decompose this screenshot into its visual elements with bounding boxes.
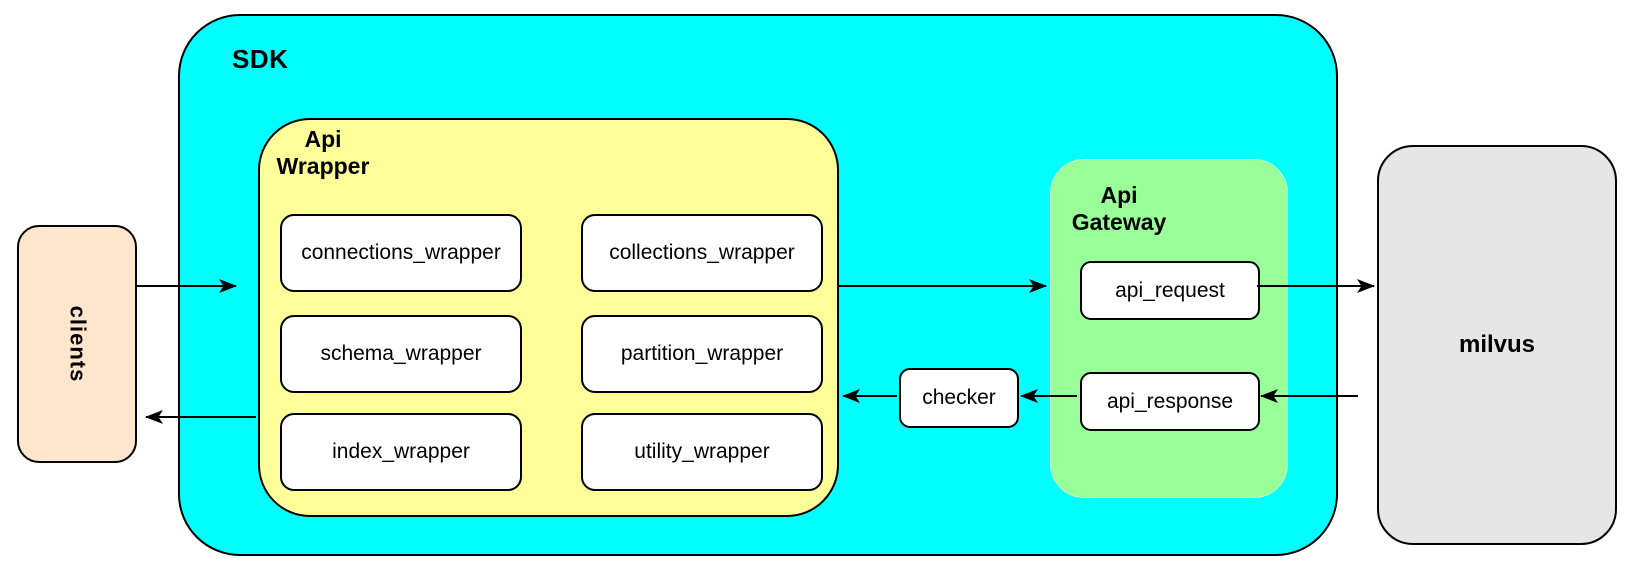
sdk-label: SDK [232, 44, 289, 74]
schema-wrapper-node: schema_wrapper [280, 315, 522, 393]
api-wrapper-container: Api Wrapper connections_wrapper collecti… [258, 118, 839, 517]
milvus-label: milvus [1458, 331, 1536, 358]
api-response-label: api_response [1106, 389, 1234, 413]
milvus-node: milvus [1377, 145, 1617, 545]
api-request-label: api_request [1115, 278, 1225, 302]
api-gateway-container: Api Gateway api_request api_response [1050, 159, 1288, 498]
api-gateway-label: Api Gateway [1071, 182, 1167, 235]
collections-wrapper-label: collections_wrapper [609, 241, 795, 264]
api-response-node: api_response [1080, 372, 1260, 431]
sdk-container: SDK Api Wrapper connections_wrapper coll… [178, 14, 1338, 556]
api-wrapper-label: Api Wrapper [276, 126, 370, 179]
schema-wrapper-label: schema_wrapper [320, 342, 482, 365]
partition-wrapper-label: partition_wrapper [620, 342, 784, 365]
clients-label: clients [64, 305, 90, 383]
clients-node: clients [17, 225, 137, 463]
connections-wrapper-label: connections_wrapper [301, 241, 501, 264]
partition-wrapper-node: partition_wrapper [581, 315, 823, 393]
index-wrapper-label: index_wrapper [332, 440, 470, 463]
utility-wrapper-label: utility_wrapper [634, 440, 770, 463]
utility-wrapper-node: utility_wrapper [581, 413, 823, 491]
connections-wrapper-node: connections_wrapper [280, 214, 522, 292]
index-wrapper-node: index_wrapper [280, 413, 522, 491]
checker-node: checker [899, 368, 1019, 428]
collections-wrapper-node: collections_wrapper [581, 214, 823, 292]
checker-label: checker [922, 386, 996, 409]
api-request-node: api_request [1080, 261, 1260, 320]
